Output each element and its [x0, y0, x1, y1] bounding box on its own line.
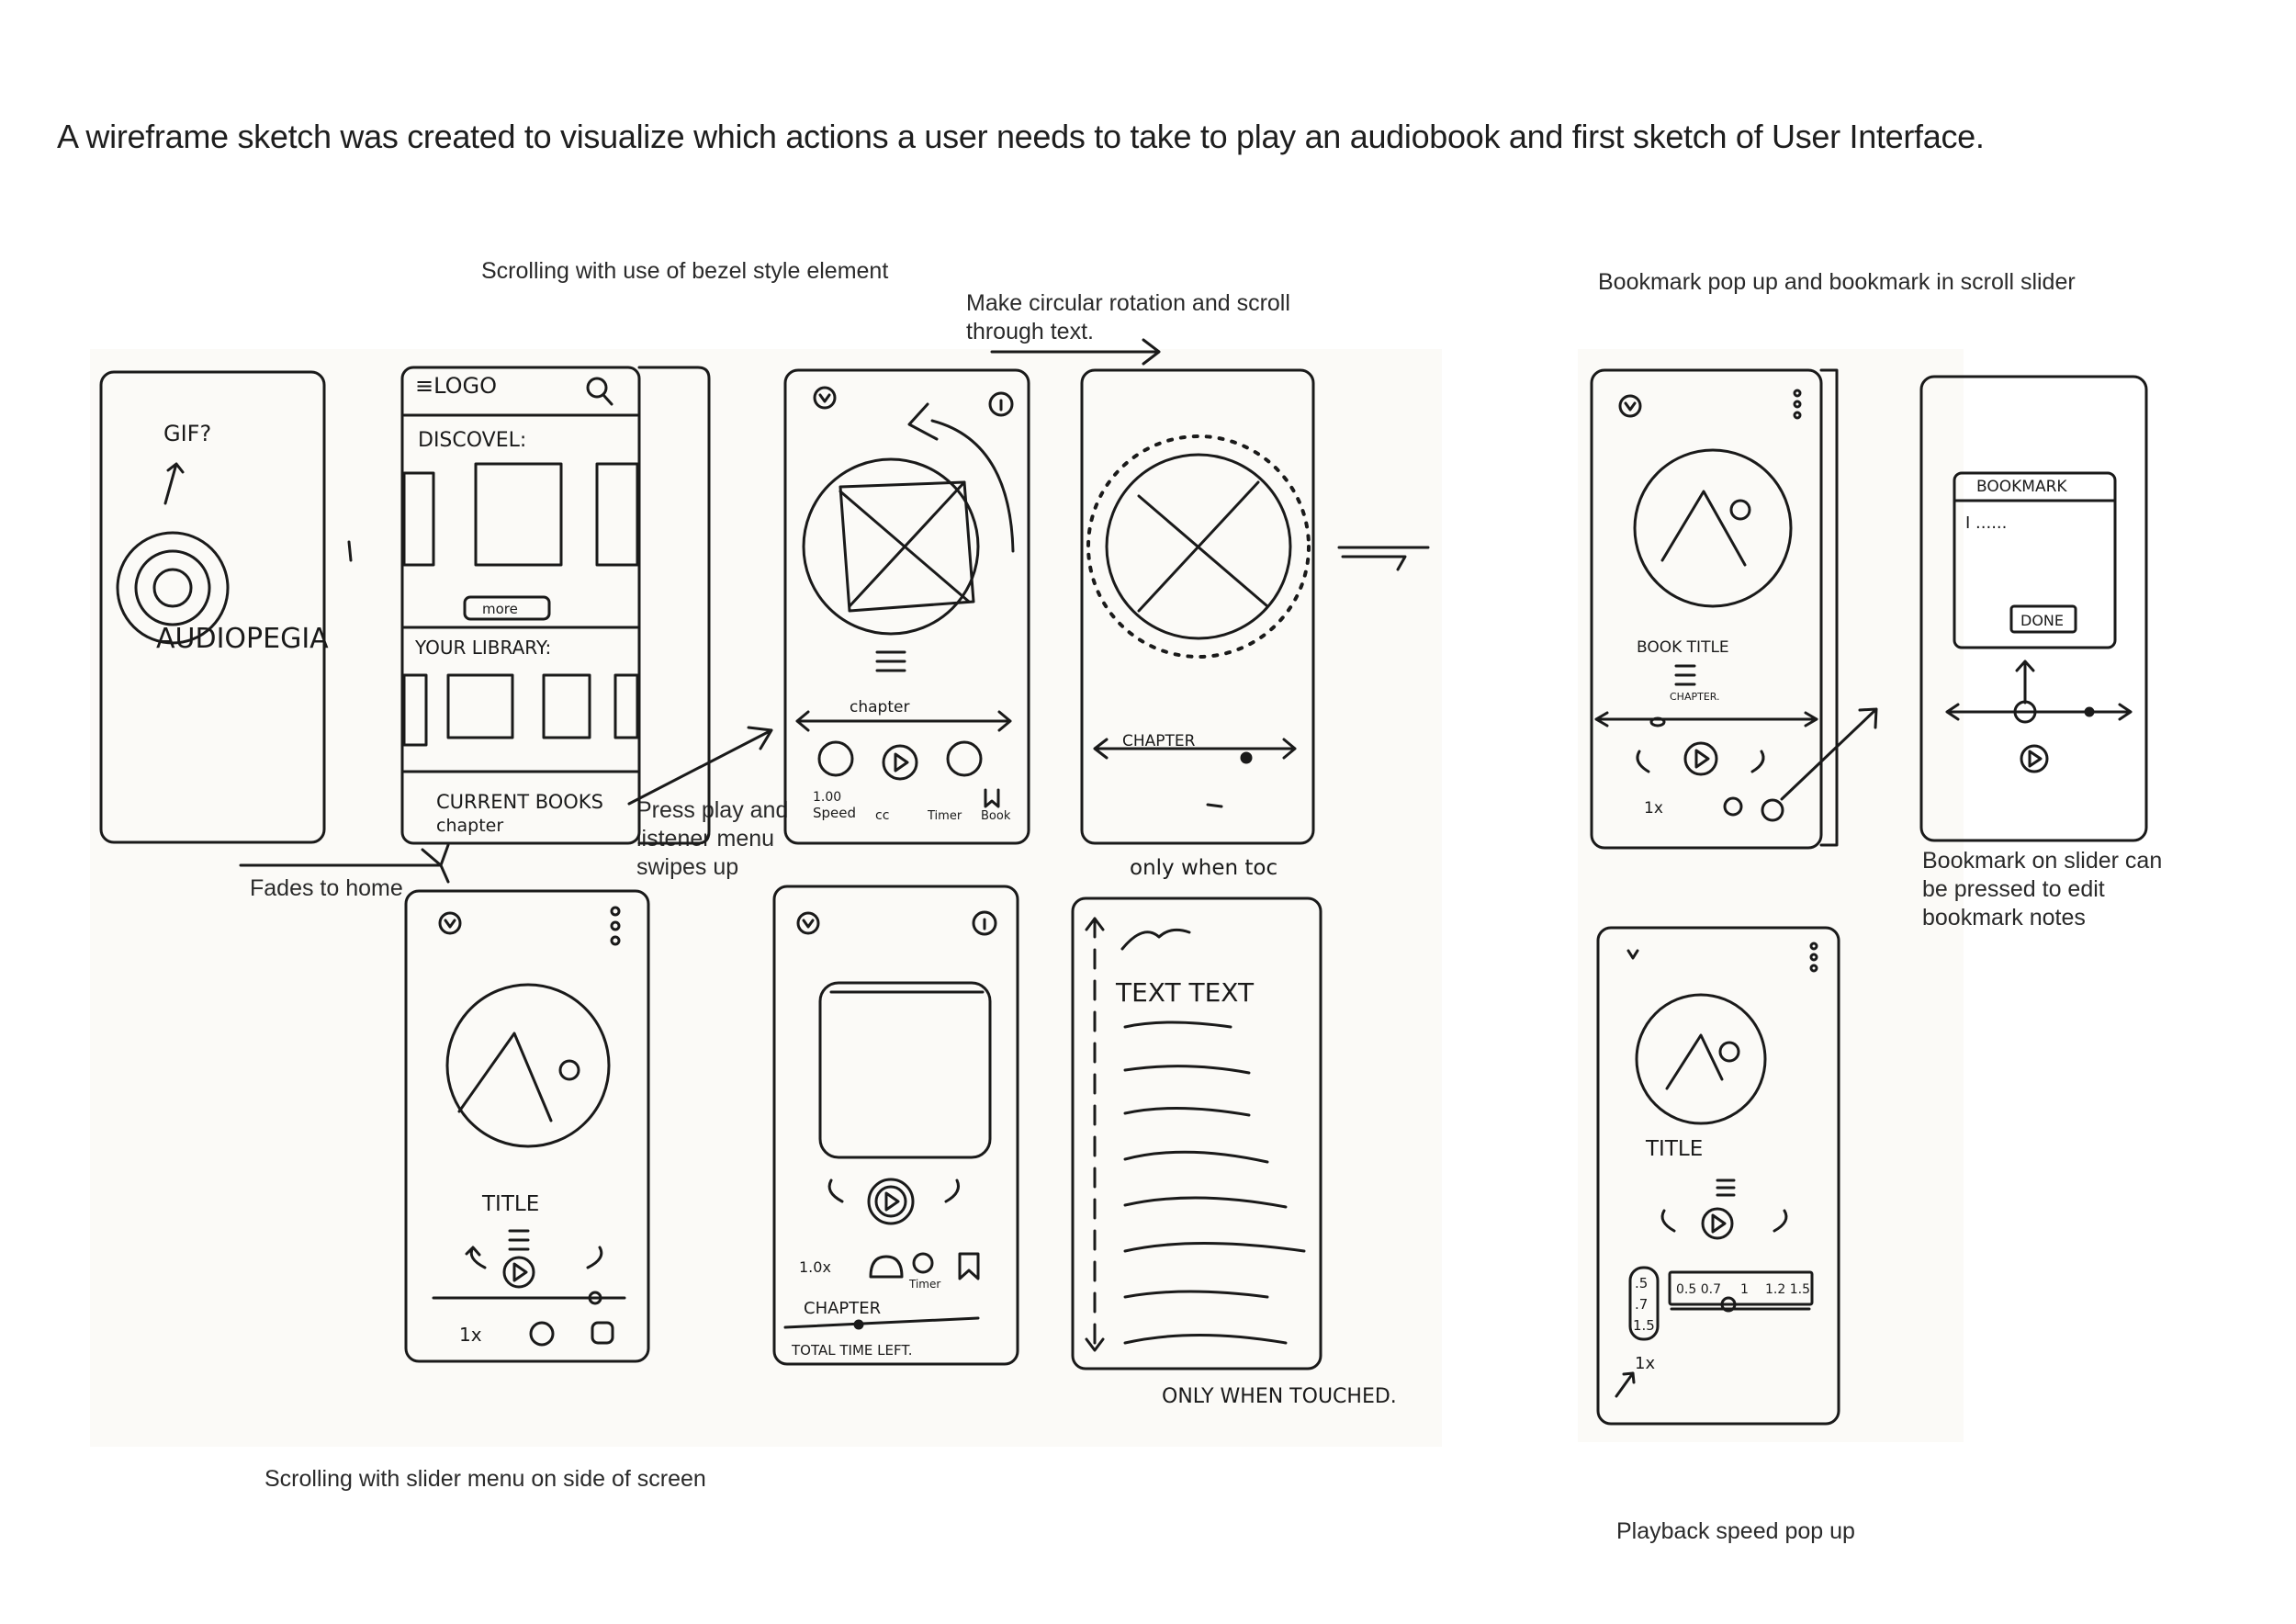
home-logo-label: ≡LOGO [415, 373, 497, 399]
speed-value-label: 1.00 [813, 790, 841, 805]
bezel-ring-sketch: CHAPTER only when toc [1082, 370, 1428, 880]
slider-rewind-icon [467, 1247, 485, 1268]
mini-player-sketch: 1.0x Timer CHAPTER TOTAL TIME LEFT. [774, 886, 1018, 1364]
mini-timer-label: Timer [908, 1278, 940, 1291]
speed-col-2: .7 [1635, 1296, 1648, 1313]
only-when-touched-label: ONLY WHEN TOUCHED. [1162, 1385, 1397, 1408]
mini-speed-label: 1.0x [799, 1258, 831, 1276]
only-when-toc-label: only when toc [1130, 856, 1277, 880]
speed-col-3: 1.5 [1633, 1317, 1655, 1334]
bookmark-button-icon [1762, 800, 1783, 820]
rotation-arrow-icon [909, 404, 1013, 551]
forward-30-icon [948, 742, 981, 775]
home-library-label: YOUR LIBRARY: [414, 637, 551, 659]
bookmark-popup-title: BOOKMARK [1976, 478, 2067, 496]
speed-popup-screen-sketch: TITLE .5 .7 1.5 0.5 0.7 1 1.2 1.5 1x [1598, 928, 1839, 1424]
speed-row-left: 0.5 0.7 [1676, 1282, 1721, 1297]
home-current-label: CURRENT BOOKS [436, 791, 603, 813]
slider-title-label: TITLE [481, 1192, 539, 1216]
home-more-label: more [482, 601, 518, 617]
bezel-player-sketch: chapter 1.00 Speed cc Timer Book [785, 370, 1029, 843]
book-label: Book [981, 809, 1011, 823]
slider-bookmark-icon [592, 1323, 613, 1343]
mini-chapter-label: CHAPTER [804, 1299, 881, 1318]
home-discover-label: DISCOVEL: [418, 429, 526, 452]
home-screen-sketch: ≡LOGO DISCOVEL: more YOUR LIBRARY: CURRE… [402, 367, 709, 843]
bookmark-icon [985, 790, 998, 806]
splash-logo-label: AUDIOPEGIA [156, 623, 329, 655]
text-title-label: TEXT TEXT [1115, 977, 1255, 1008]
slider-forward-icon [588, 1247, 602, 1268]
splash-screen-sketch: GIF? AUDIOPEGIA [101, 372, 351, 842]
bookmark-book-title-label: BOOK TITLE [1637, 638, 1729, 657]
mini-sleep-icon [871, 1257, 902, 1277]
bookmark-player-sketch: BOOK TITLE CHAPTER. 1x [1592, 370, 1876, 848]
bookmark-done-label: DONE [2020, 612, 2064, 629]
mini-timer-icon [914, 1254, 932, 1272]
bookmark-chapter-label: CHAPTER. [1670, 691, 1720, 703]
speed-current-label: 1x [1635, 1354, 1655, 1373]
speed-label: Speed [813, 805, 856, 821]
arrow-circular-rotation [992, 340, 1159, 364]
mini-total-label: TOTAL TIME LEFT. [791, 1342, 912, 1359]
slider-play-icon [504, 1257, 534, 1287]
speed-row-mid: 1 [1740, 1282, 1749, 1297]
speed-col-1: .5 [1635, 1275, 1648, 1291]
bookmark-speed-label: 1x [1644, 799, 1663, 818]
arrow-press-play [629, 727, 771, 804]
splash-gif-label: GIF? [163, 421, 211, 446]
play-icon [884, 746, 917, 779]
speed-row-right: 1.2 1.5 [1765, 1282, 1810, 1297]
bookmark-popup-screen-sketch: BOOKMARK I ...... DONE [1921, 377, 2146, 840]
timer-label: Timer [927, 809, 962, 823]
text-view-sketch: TEXT TEXT ONLY WHEN TOUCHED. [1073, 898, 1397, 1408]
arrow-fades-to-home [241, 845, 448, 882]
slider-speed-label: 1x [459, 1324, 482, 1346]
slider-timer-icon [531, 1323, 553, 1345]
speed-title-label: TITLE [1645, 1137, 1703, 1161]
slider-player-sketch: TITLE 1x [406, 891, 648, 1361]
mini-bookmark-icon [960, 1254, 978, 1279]
rewind-30-icon [819, 742, 852, 775]
bezel-chapter-label: chapter [850, 698, 909, 716]
home-chapter-label: chapter [436, 816, 503, 836]
bookmark-play-icon [1685, 743, 1716, 774]
bookmark-popup-text: I ...... [1965, 513, 2007, 533]
cc-label: cc [875, 808, 889, 823]
